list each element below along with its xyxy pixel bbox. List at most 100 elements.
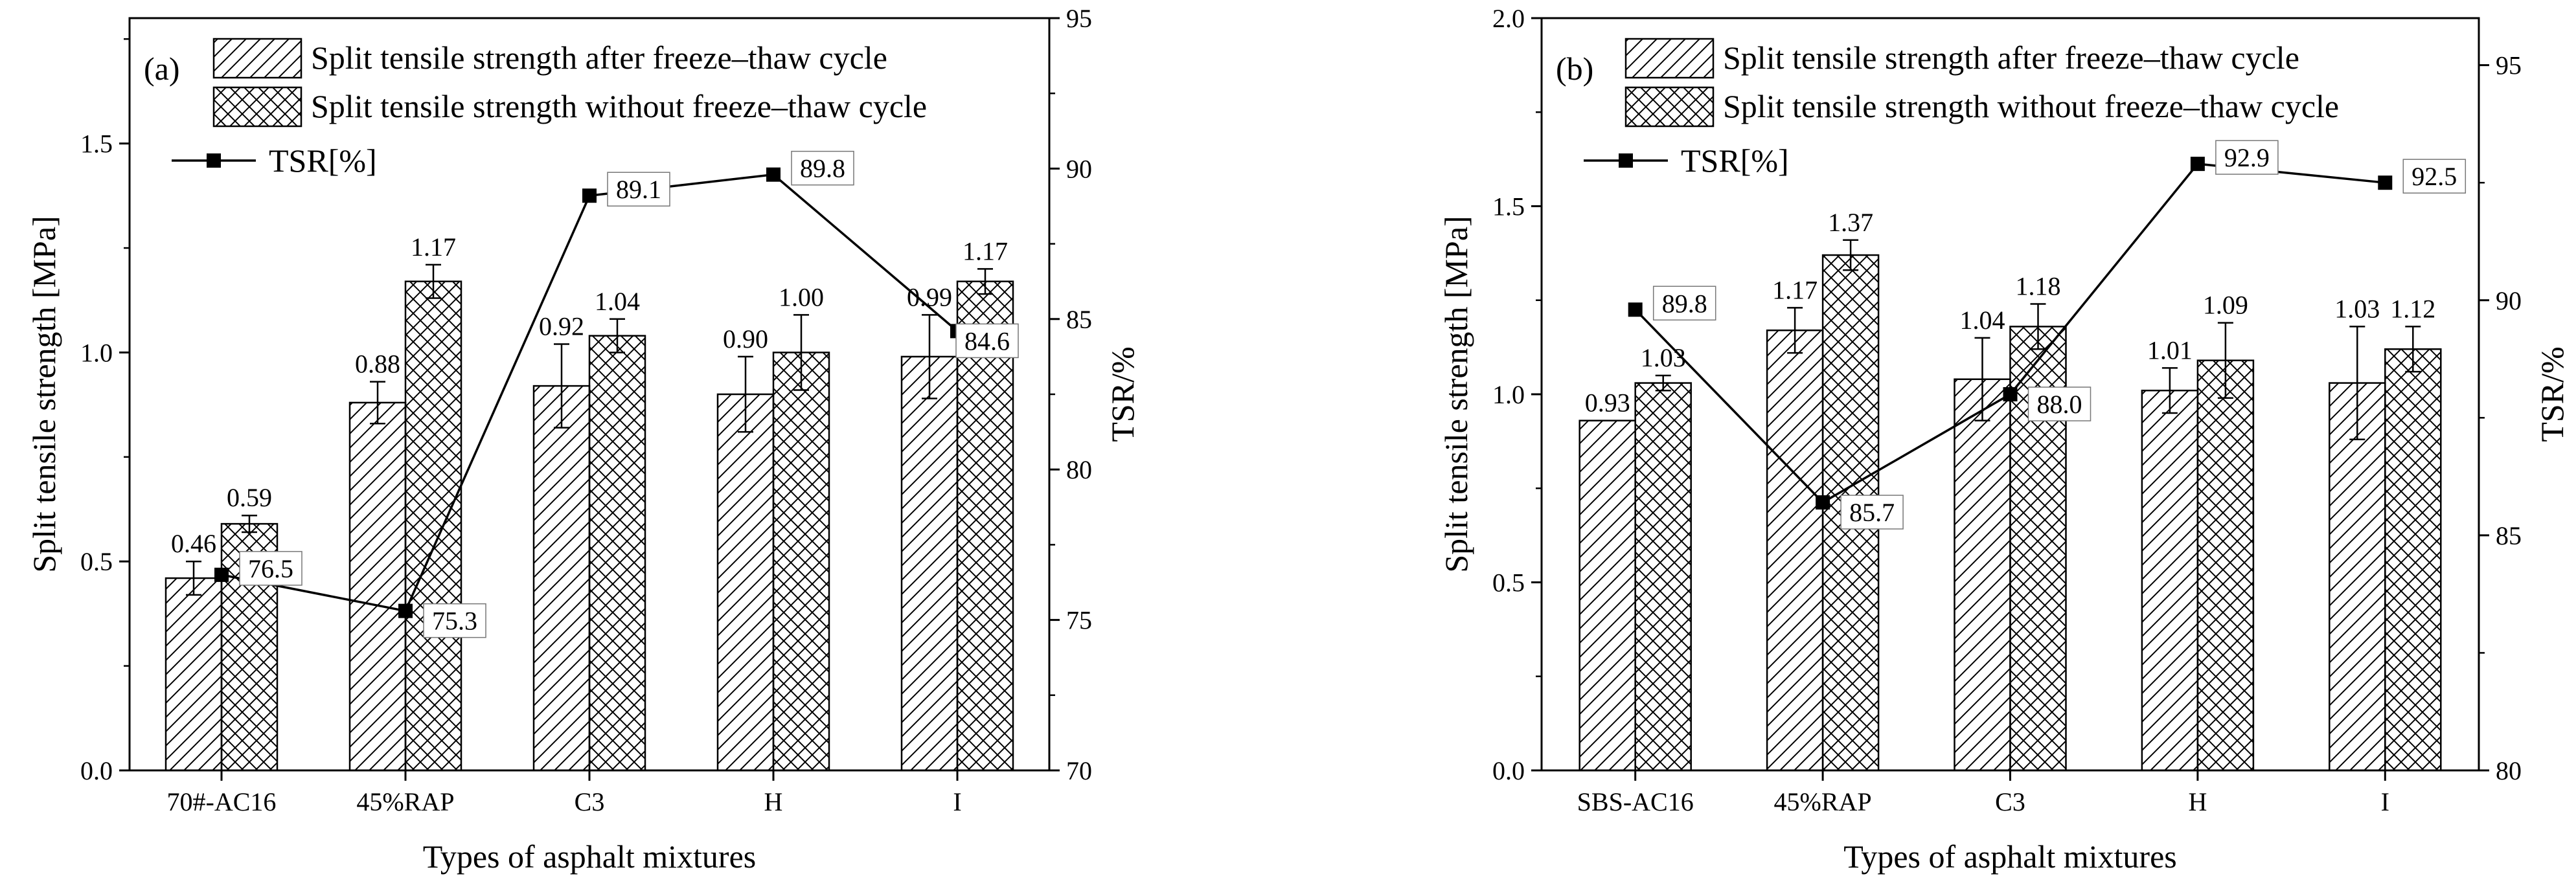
x-tick-label: I bbox=[2381, 787, 2389, 816]
x-tick-label: H bbox=[2188, 787, 2207, 816]
value-label: 0.92 bbox=[539, 312, 584, 341]
tsr-value-label: 75.3 bbox=[432, 607, 477, 636]
y-tick-label: 0.5 bbox=[80, 547, 113, 576]
panel-label: (b) bbox=[1556, 50, 1593, 87]
tsr-marker bbox=[1628, 302, 1643, 317]
x-tick-label: SBS-AC16 bbox=[1577, 787, 1694, 816]
legend-marker bbox=[1619, 153, 1633, 168]
value-label: 1.17 bbox=[1772, 275, 1818, 304]
tsr-label-box bbox=[239, 551, 302, 586]
bar-after bbox=[1766, 329, 1824, 772]
y-tick-label: 1.5 bbox=[1492, 192, 1525, 221]
tsr-marker bbox=[214, 567, 229, 582]
y-tick-label: 0.0 bbox=[80, 756, 113, 785]
y2-tick-label: 90 bbox=[2496, 286, 2522, 315]
bar-after bbox=[900, 355, 959, 772]
legend-marker bbox=[207, 153, 221, 168]
x-tick-label: 45%RAP bbox=[1774, 787, 1872, 816]
y-tick-label: 1.0 bbox=[80, 338, 113, 367]
legend-swatch bbox=[1624, 86, 1715, 128]
legend-swatch bbox=[1624, 38, 1715, 79]
y2-tick-label: 80 bbox=[1066, 455, 1092, 484]
legend-swatch bbox=[212, 86, 302, 128]
bar-after bbox=[2141, 389, 2199, 772]
x-axis-title: Types of asphalt mixtures bbox=[423, 838, 756, 875]
legend-label: TSR[%] bbox=[269, 142, 377, 179]
tsr-value-label: 85.7 bbox=[1849, 498, 1895, 527]
bar-after bbox=[532, 385, 591, 772]
tsr-label-box bbox=[1652, 286, 1716, 321]
bar-without bbox=[1634, 382, 1692, 772]
tsr-value-label: 92.5 bbox=[2411, 162, 2457, 191]
bar-without bbox=[588, 335, 646, 772]
tsr-value-label: 84.6 bbox=[964, 326, 1010, 355]
legend-label: Split tensile strength without freeze–th… bbox=[1723, 88, 2339, 124]
tsr-marker bbox=[1816, 495, 1830, 510]
y2-axis-title: TSR/% bbox=[1104, 346, 1141, 442]
tsr-label-box bbox=[423, 603, 486, 638]
y-tick-label: 2.0 bbox=[1492, 4, 1525, 33]
x-tick-label: C3 bbox=[1995, 787, 2025, 816]
y-tick-label: 1.5 bbox=[80, 129, 113, 159]
bar-after bbox=[2329, 382, 2386, 772]
x-tick-label: 70#-AC16 bbox=[167, 787, 277, 816]
tsr-label-box bbox=[1840, 495, 1904, 530]
value-label: 0.88 bbox=[355, 350, 400, 379]
tsr-marker bbox=[398, 603, 413, 618]
tsr-marker bbox=[2003, 387, 2018, 401]
x-tick-label: 45%RAP bbox=[356, 787, 454, 816]
panel-label: (a) bbox=[144, 50, 180, 87]
tsr-value-label: 92.9 bbox=[2224, 143, 2270, 172]
bar-after bbox=[1579, 420, 1636, 772]
y2-tick-label: 75 bbox=[1066, 606, 1092, 635]
legend-swatch bbox=[212, 38, 302, 79]
legend-label: Split tensile strength after freeze–thaw… bbox=[311, 39, 887, 76]
bar-without bbox=[2196, 359, 2255, 772]
bar-without bbox=[956, 280, 1014, 772]
tsr-label-box bbox=[2402, 159, 2467, 194]
tsr-label-box bbox=[2215, 140, 2279, 175]
bar-after bbox=[716, 393, 775, 772]
value-label: 0.59 bbox=[227, 483, 272, 512]
tsr-label-box bbox=[2027, 386, 2092, 421]
value-label: 1.17 bbox=[963, 236, 1008, 265]
tsr-marker bbox=[766, 167, 781, 182]
tsr-value-label: 89.1 bbox=[616, 175, 661, 204]
legend-label: Split tensile strength without freeze–th… bbox=[311, 88, 927, 124]
y2-tick-label: 95 bbox=[1066, 4, 1092, 33]
y2-tick-label: 85 bbox=[2496, 521, 2522, 550]
tsr-marker bbox=[582, 188, 597, 203]
x-tick-label: I bbox=[953, 787, 961, 816]
y2-axis-title: TSR/% bbox=[2534, 346, 2570, 442]
bar-after bbox=[165, 577, 223, 772]
tsr-label-box bbox=[607, 172, 670, 207]
value-label: 1.18 bbox=[2016, 272, 2061, 301]
tsr-value-label: 89.8 bbox=[800, 154, 845, 183]
tsr-value-label: 88.0 bbox=[2037, 390, 2082, 419]
y-tick-label: 0.5 bbox=[1492, 568, 1525, 598]
value-label: 1.17 bbox=[411, 232, 456, 262]
value-label: 1.37 bbox=[1828, 208, 1873, 237]
y2-tick-label: 80 bbox=[2496, 756, 2522, 785]
value-label: 1.00 bbox=[779, 282, 824, 311]
value-label: 0.46 bbox=[171, 529, 216, 558]
tsr-marker bbox=[2378, 175, 2393, 190]
bar-without bbox=[404, 280, 462, 772]
value-label: 1.03 bbox=[1641, 343, 1686, 372]
bar-after bbox=[1954, 378, 2011, 772]
y-axis-title: Split tensile strength [MPa] bbox=[1438, 216, 1474, 572]
y2-tick-label: 90 bbox=[1066, 154, 1092, 183]
value-label: 1.01 bbox=[2147, 335, 2193, 364]
y2-tick-label: 85 bbox=[1066, 305, 1092, 334]
y2-tick-label: 70 bbox=[1066, 756, 1092, 785]
tsr-value-label: 89.8 bbox=[1662, 289, 1707, 318]
x-tick-label: H bbox=[764, 787, 783, 816]
x-tick-label: C3 bbox=[575, 787, 605, 816]
y-axis-title: Split tensile strength [MPa] bbox=[26, 216, 62, 572]
tsr-marker bbox=[2190, 157, 2205, 172]
value-label: 0.90 bbox=[723, 324, 768, 353]
tsr-value-label: 76.5 bbox=[248, 554, 293, 583]
